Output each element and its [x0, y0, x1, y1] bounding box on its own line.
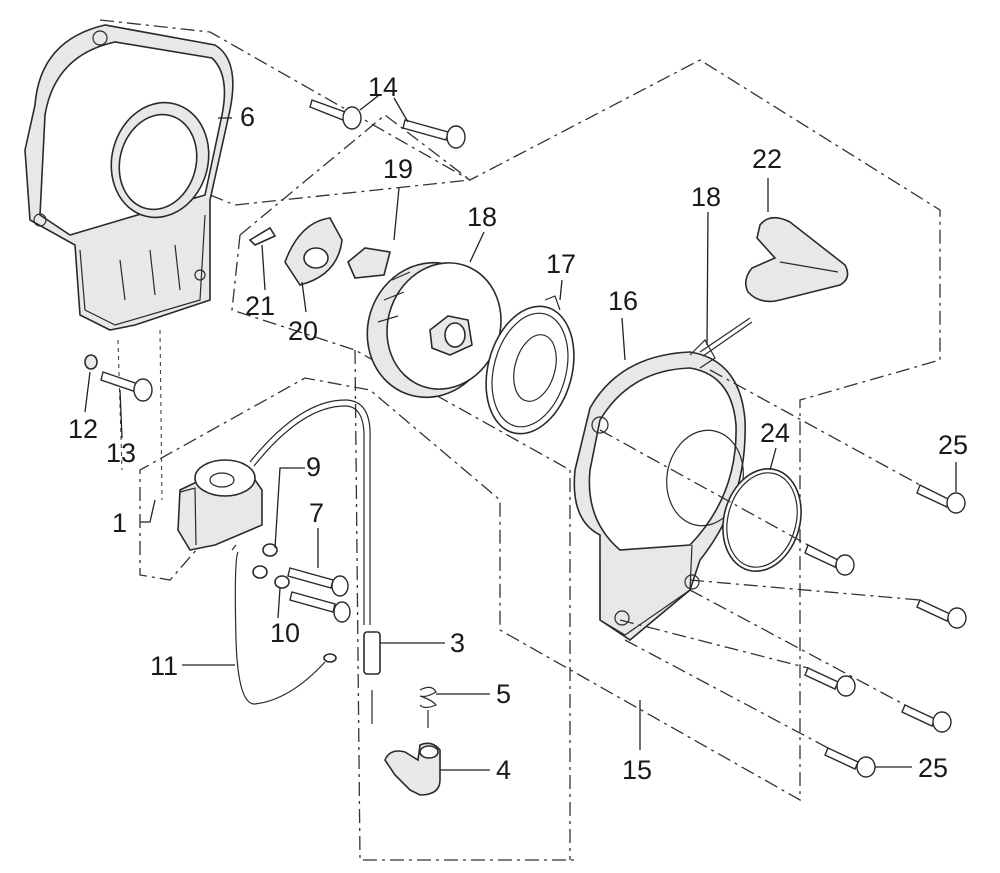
clip-21 [248, 226, 277, 246]
screw-25-4 [804, 667, 856, 697]
ht-lead [249, 399, 371, 625]
washer-8-upper [262, 543, 278, 557]
callout-25-bottom: 25 [918, 753, 948, 783]
screw-13-left [309, 99, 362, 130]
clip-19 [347, 247, 391, 279]
starter-group-outline [231, 114, 571, 860]
callout-6: 7 [309, 498, 324, 528]
callout-18: 18 [691, 182, 721, 212]
ignition-coil-1 [177, 459, 263, 551]
screw-hole-line [209, 179, 471, 206]
screw-25-3 [916, 599, 967, 629]
callout-25-top: 25 [938, 430, 968, 460]
screw-25-1 [916, 484, 966, 514]
screw-25-5 [901, 704, 952, 733]
callout-14: 15 [622, 755, 652, 785]
callout-10: 11 [150, 651, 178, 681]
callout-12: 13 [106, 438, 136, 468]
fan-housing [24, 24, 234, 331]
washer-9-b [274, 575, 290, 589]
coil-group-outline [354, 349, 575, 861]
screw-13-right [402, 119, 466, 149]
starter-housing-15 [573, 339, 746, 641]
callout-7: 6 [240, 102, 255, 132]
callout-11: 12 [68, 414, 98, 444]
callout-8: 9 [306, 452, 321, 482]
screw-6-upper [287, 567, 349, 597]
screw-alignment-lines [599, 369, 921, 749]
callout-9: 10 [270, 618, 300, 648]
spark-plug-boot-3 [363, 631, 381, 724]
callout-3: 3 [450, 628, 465, 658]
starter-rope-18 [699, 317, 751, 353]
callout-15: 16 [608, 286, 638, 316]
callout-24: 24 [760, 418, 790, 448]
callout-20: 20 [288, 316, 318, 346]
screw-12 [100, 371, 153, 402]
washer-9-lower [252, 565, 268, 579]
callout-16: 17 [546, 249, 576, 279]
recoil-spring-16 [485, 295, 575, 435]
callout-5: 5 [496, 679, 511, 709]
ground-wire-10 [234, 551, 337, 705]
leader-lines [84, 95, 957, 771]
plug-cap-4 [384, 742, 441, 796]
washer-11 [84, 354, 98, 370]
screw-25-2 [804, 544, 855, 576]
screw-6-lower [289, 591, 351, 623]
rope-reel-17 [366, 261, 502, 399]
spring-5 [419, 686, 437, 728]
callout-22: 22 [752, 144, 782, 174]
callout-21: 21 [245, 291, 275, 321]
callout-4: 4 [496, 755, 511, 785]
callout-13: 14 [368, 72, 398, 102]
callout-19: 19 [383, 154, 413, 184]
callout-17: 18 [467, 202, 497, 232]
starter-handle-22 [744, 216, 849, 303]
callout-1: 1 [112, 508, 127, 538]
guide-line-12 [159, 329, 163, 501]
screw-25-6 [824, 747, 876, 778]
pawl-20 [284, 217, 343, 286]
gasket-24 [722, 468, 802, 572]
